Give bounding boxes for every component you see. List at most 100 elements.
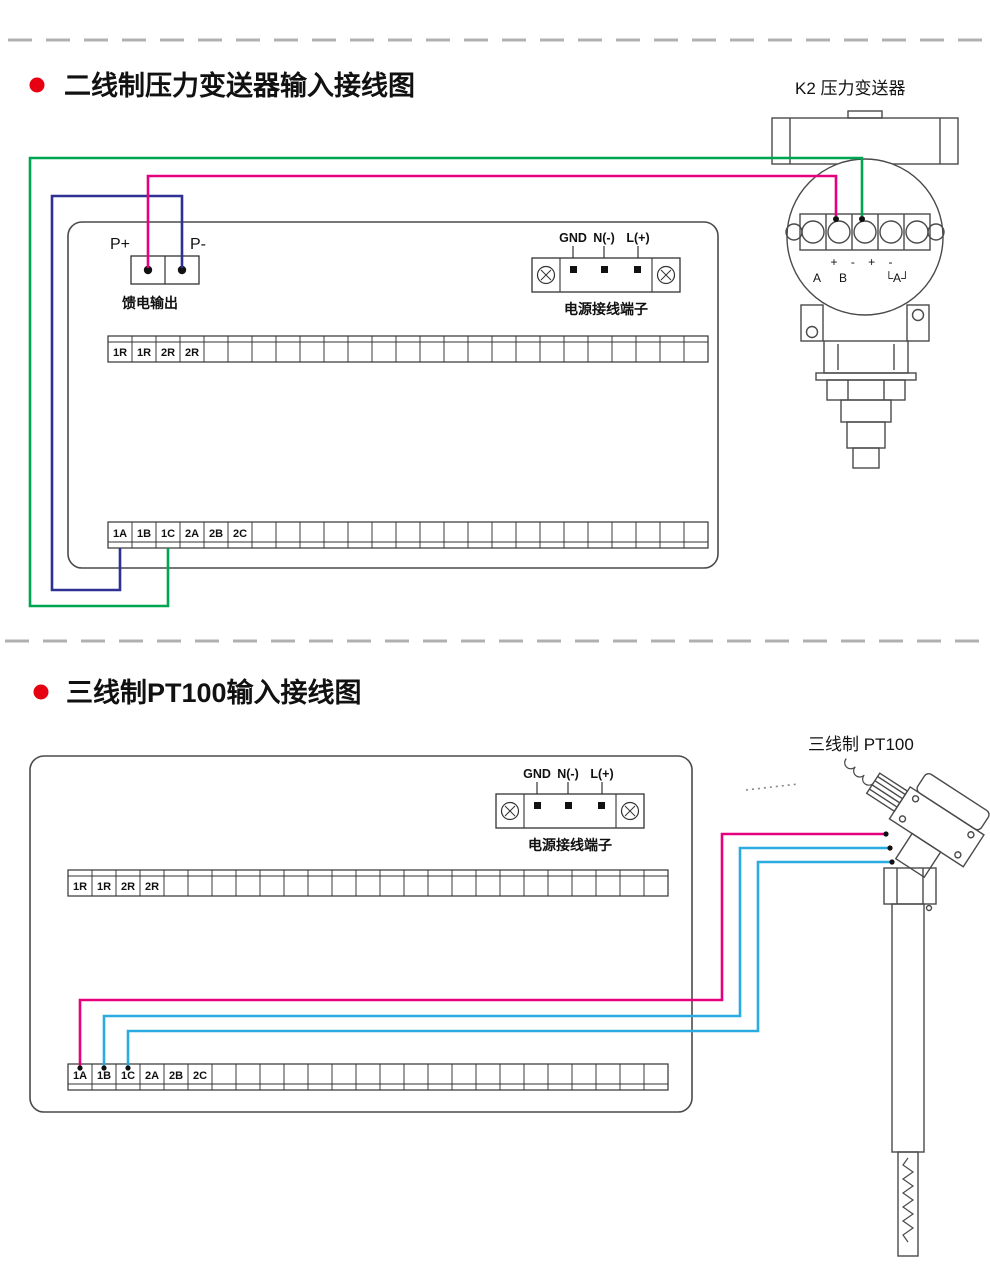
strip-cell-label: 1B (97, 1070, 111, 1082)
strip-cell-label: 1R (137, 347, 151, 359)
head-bolt (911, 795, 920, 803)
strip-cell-label: 2A (185, 528, 199, 540)
power-terminal-block-1: GND N(-) L(+) 电源接线端子 (531, 231, 681, 317)
mark-a: A (813, 271, 821, 285)
terminal-screw (853, 220, 877, 244)
strip-cell-label: 1A (73, 1070, 87, 1082)
bullet-icon (33, 684, 49, 700)
terminal-strip-1r-top: 1R 1R 2R 2R (67, 869, 669, 897)
power-block-frame (495, 793, 645, 829)
terminal-screw (801, 220, 825, 244)
strip-cell-label: 2B (209, 528, 223, 540)
wire-end-dot (125, 1065, 131, 1071)
gnd-label: GND (523, 767, 551, 781)
wire-navy (50, 194, 184, 592)
sensor-element-zigzag (901, 1157, 915, 1243)
head-bolt (967, 831, 975, 839)
gland-thread (877, 775, 906, 796)
n-terminal (565, 802, 572, 809)
strip-cell-label: 2C (193, 1070, 207, 1082)
mount-screw-icon (656, 265, 676, 285)
bracket-right (906, 304, 930, 342)
gland-thread (871, 784, 901, 804)
strip-cell-label: 1R (73, 881, 87, 893)
strip-cell-label: 1B (137, 528, 151, 540)
strip-cell-label: 2R (145, 881, 159, 893)
instrument-box-1 (67, 221, 719, 569)
feed-terminal-pplus (143, 265, 153, 275)
strip-cell-label: 2R (161, 347, 175, 359)
strip-cell-label: 2B (169, 1070, 183, 1082)
mark-b: B (839, 271, 847, 285)
head-bolt (898, 815, 907, 823)
leader-dotted (745, 783, 799, 791)
terminal-screw (827, 220, 851, 244)
section1: 二线制压力变送器输入接线图 K2 压力变送器 (28, 70, 959, 608)
screw-slot (660, 269, 672, 281)
wire-cyan-1 (102, 846, 890, 1066)
pt100-label: 三线制 PT100 (808, 735, 914, 754)
head-neck (894, 832, 942, 879)
body-top (823, 340, 909, 374)
terminal-strip-abc-bottom: 1A 1B 1C 2A 2B 2C (107, 521, 709, 549)
terminal-strip-abc-bottom: 1A 1B 1C 2A 2B 2C (67, 1063, 669, 1091)
body-flange (815, 372, 917, 381)
body-low (846, 421, 886, 449)
fitting-dot (925, 904, 933, 912)
wire-end-dot (77, 1065, 83, 1071)
terminal-screw (879, 220, 903, 244)
power-caption: 电源接线端子 (564, 301, 648, 317)
mount-screw-icon (500, 801, 520, 821)
strip-frame (107, 335, 709, 363)
wires-section2 (77, 831, 895, 1071)
screw-slot (624, 805, 636, 817)
feed-caption: 馈电输出 (122, 295, 178, 311)
head-cap (916, 772, 990, 831)
body-tip (852, 447, 880, 469)
screw-slot (540, 269, 552, 281)
terminal-strip-1r-top: 1R 1R 2R 2R (107, 335, 709, 363)
body-hex (826, 379, 906, 401)
wire-end-dot (833, 216, 839, 222)
strip-cell-label: 2R (121, 881, 135, 893)
section1-title: 二线制压力变送器输入接线图 (64, 70, 415, 101)
gnd-terminal (570, 266, 577, 273)
probe-tube-upper (891, 903, 925, 1153)
gland-thread (874, 780, 903, 800)
strip-cell-label: 1C (121, 1070, 135, 1082)
cable-coil (844, 758, 874, 786)
pt100-probe-drawing (745, 758, 990, 1257)
power-block-frame (531, 257, 681, 293)
strip-cell-label: 1R (113, 347, 127, 359)
power-caption: 电源接线端子 (528, 837, 612, 853)
l-label: L(+) (626, 231, 649, 245)
gnd-terminal (534, 802, 541, 809)
head-bolt (954, 851, 962, 859)
wire-cyan-2 (126, 860, 892, 1066)
feed-output-block: P+ P- 馈电输出 (110, 236, 206, 311)
p-plus-label: P+ (110, 236, 130, 253)
hex-fitting (883, 867, 937, 905)
transmitter-face (786, 158, 944, 316)
n-terminal (601, 266, 608, 273)
wires-section1 (28, 156, 865, 608)
cable-gland (865, 772, 909, 813)
feed-terminal-pminus (177, 265, 187, 275)
strip-frame (107, 521, 709, 549)
strip-cell-label: 2C (233, 528, 247, 540)
p-minus-label: P- (190, 236, 206, 253)
l-terminal (598, 802, 605, 809)
mount-screw-icon (620, 801, 640, 821)
wire-end-dot (889, 859, 895, 865)
strip-cell-label: 1R (97, 881, 111, 893)
bracket-left-hole (805, 325, 819, 339)
wire-end-dot (887, 845, 893, 851)
l-terminal (634, 266, 641, 273)
wire-magenta (78, 832, 886, 1066)
wire-end-dot (859, 216, 865, 222)
mark-a-bracket: └A┘ (884, 271, 909, 285)
terminal-block (799, 213, 931, 251)
strip-cell-label: 1A (113, 528, 127, 540)
l-label: L(+) (590, 767, 613, 781)
